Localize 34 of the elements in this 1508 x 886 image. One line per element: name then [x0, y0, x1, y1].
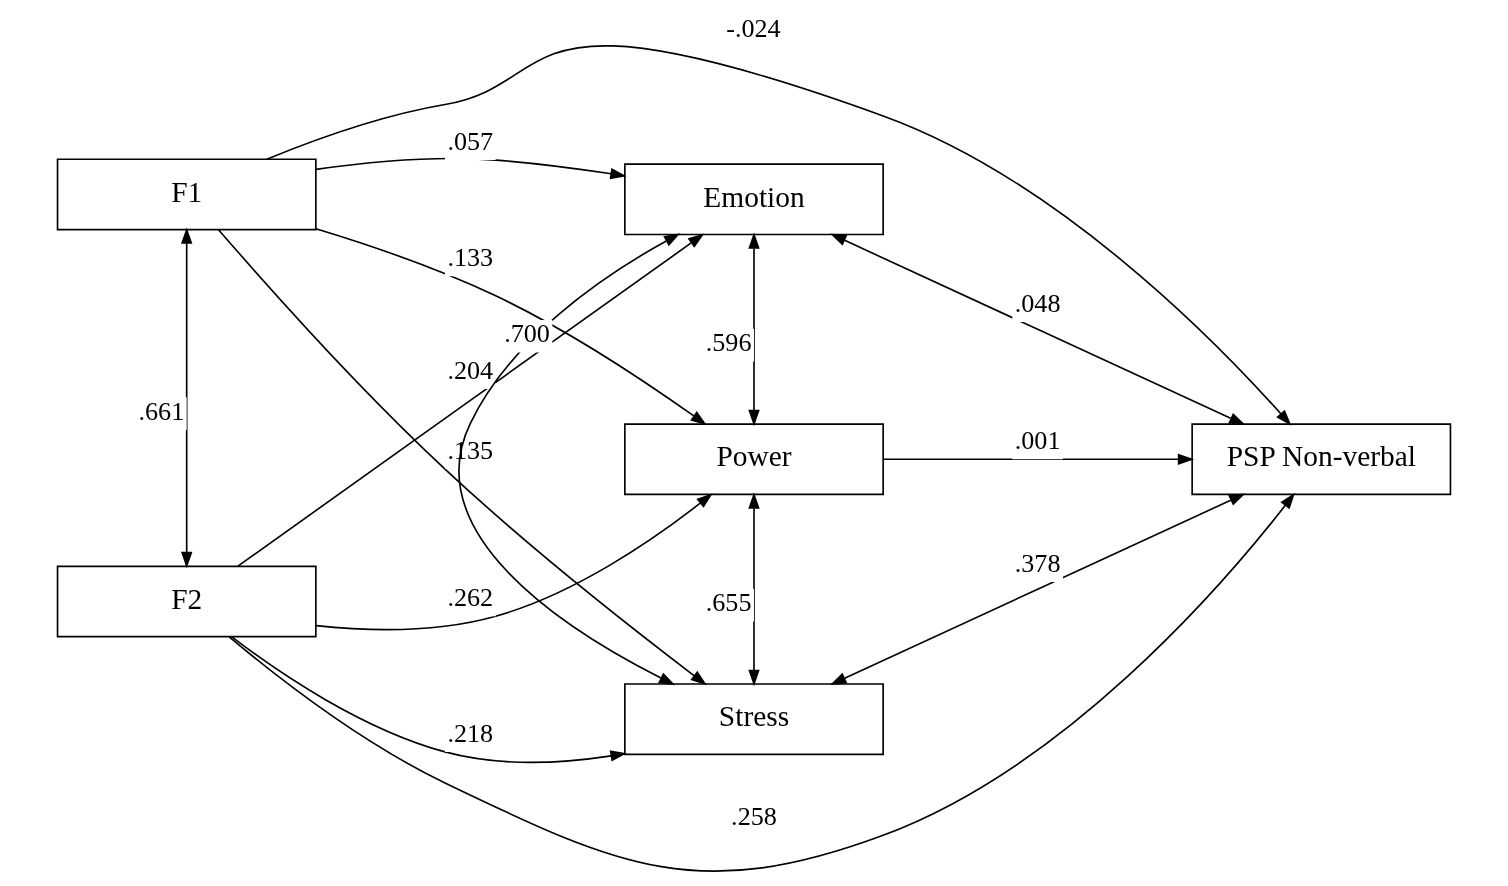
arrow: [315, 493, 713, 631]
edge-label: .204: [447, 355, 494, 385]
edge-label: .700: [504, 319, 550, 349]
node-box: F1: [56, 158, 317, 231]
edge-label: .661: [138, 396, 185, 426]
node-box: F2: [56, 565, 317, 638]
edge-label: .057: [447, 126, 494, 156]
node-box: Stress: [624, 683, 884, 756]
node-box: Power: [624, 423, 884, 496]
arrow: [228, 492, 1296, 872]
edge-label: .001: [1014, 426, 1061, 456]
edge-label: .378: [1014, 548, 1061, 578]
edge-label: .048: [1014, 288, 1061, 318]
arrow: [748, 232, 760, 427]
arrow: [315, 227, 707, 426]
arrow: [217, 228, 707, 686]
arrow: [748, 492, 760, 687]
arrow: [830, 493, 1246, 685]
arrow: [830, 233, 1246, 426]
arrow: [882, 453, 1195, 465]
node-box: Emotion: [624, 163, 884, 236]
arrow: [266, 45, 1292, 426]
edge-label: .655: [705, 588, 752, 618]
edge-label: .596: [705, 328, 752, 358]
edge-label: .133: [447, 243, 494, 273]
arrow: [180, 227, 193, 569]
node-box: PSP Non-verbal: [1191, 423, 1452, 496]
edge-label: .218: [447, 718, 494, 748]
arrow: [458, 233, 681, 686]
edge-label: .262: [447, 583, 494, 613]
edge-label: .258: [731, 802, 777, 832]
arrow: [237, 233, 705, 567]
edge-label: -.024: [726, 14, 781, 44]
arrow: [231, 636, 627, 764]
